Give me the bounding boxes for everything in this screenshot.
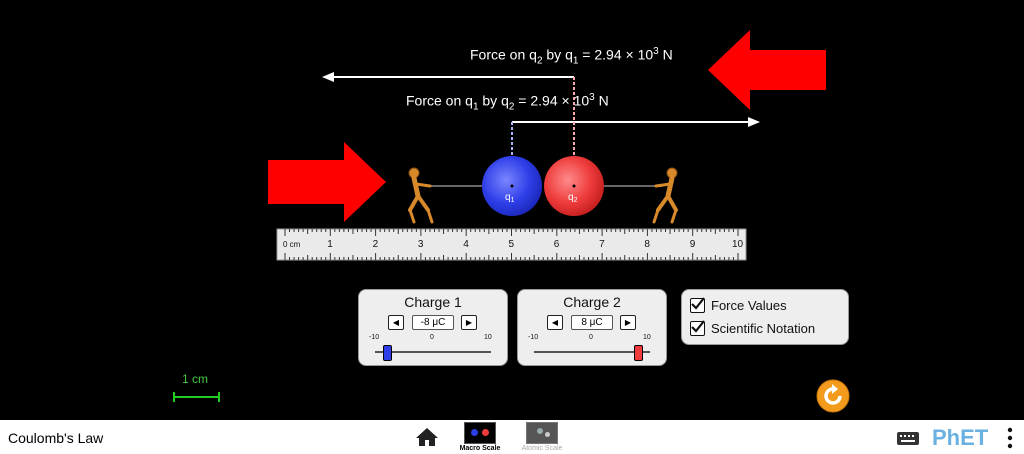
charge-q1-center <box>510 184 514 188</box>
navigation-bar: Coulomb's Law Macro Scale Atomic Scale P… <box>0 420 1024 454</box>
ruler-number: 6 <box>554 239 560 250</box>
left-red-arrow <box>268 142 386 222</box>
puller-right-figure <box>652 167 678 224</box>
force-values-checkbox[interactable] <box>690 296 705 313</box>
charge2-mid-label: 0 <box>589 334 593 341</box>
charge2-panel: Charge 2 ◀ 8 μC ▶ -10 0 10 <box>517 289 667 366</box>
charge-q1-label: q1 <box>505 192 515 204</box>
charge2-slider-track <box>534 351 650 353</box>
charge1-slider[interactable]: -10 0 10 <box>369 334 497 361</box>
charge1-value: -8 μC <box>412 315 454 330</box>
ruler-number: 9 <box>690 239 696 250</box>
scientific-notation-checkbox[interactable] <box>690 319 705 336</box>
macro-scale-icon <box>464 422 496 444</box>
force-label-q2: Force on q2 by q1 = 2.94 × 103 N <box>470 46 673 67</box>
charge1-min-label: -10 <box>369 334 380 341</box>
force-arrow-q1 <box>512 117 760 127</box>
charge1-mid-label: 0 <box>430 334 434 341</box>
ruler-number: 5 <box>509 239 515 250</box>
scale-label: 1 cm <box>182 372 209 386</box>
reset-all-button[interactable] <box>816 379 850 413</box>
puller-left-figure <box>408 167 434 224</box>
phet-logo[interactable]: PhET <box>932 425 989 450</box>
sim-stage: Force on q2 by q1 = 2.94 × 103 N Force o… <box>173 30 850 413</box>
ruler-number: 10 <box>732 239 744 250</box>
screen-macro-scale-button[interactable]: Macro Scale <box>450 422 510 454</box>
charge1-increment-button[interactable]: ▶ <box>461 315 477 330</box>
charge-q2-center <box>572 184 576 188</box>
charge2-value: 8 μC <box>571 315 613 330</box>
charge2-slider-thumb[interactable] <box>634 345 644 361</box>
options-panel: Force Values Scientific Notation <box>681 289 849 345</box>
charge2-title: Charge 2 <box>563 294 621 310</box>
atomic-scale-label: Atomic Scale <box>521 445 563 452</box>
ruler-number: 1 <box>327 239 333 250</box>
force-label-q1: Force on q1 by q2 = 2.94 × 103 N <box>406 92 609 113</box>
atomic-scale-icon <box>526 422 558 444</box>
ruler-number: 3 <box>418 239 424 250</box>
sim-title: Coulomb's Law <box>8 430 104 446</box>
scale-bar <box>173 392 220 402</box>
charge1-title: Charge 1 <box>404 294 462 310</box>
home-icon[interactable] <box>415 426 439 448</box>
ruler-number: 4 <box>463 239 469 250</box>
charge1-slider-thumb[interactable] <box>382 345 392 361</box>
screen-atomic-scale-button[interactable]: Atomic Scale <box>512 422 572 454</box>
ruler-unit-label: 0 cm <box>283 240 301 249</box>
ruler-number: 7 <box>599 239 605 250</box>
charge2-max-label: 10 <box>643 334 651 341</box>
reset-icon <box>824 387 842 405</box>
charge1-slider-track <box>375 351 491 353</box>
charge1-panel: Charge 1 ◀ -8 μC ▶ -10 0 10 <box>358 289 508 366</box>
force-values-label: Force Values <box>711 297 787 313</box>
sim-canvas: q1 q2 1 2 3 4 5 6 7 8 9 10 0 cm <box>173 30 826 402</box>
force-arrow-q2 <box>322 72 574 82</box>
charge2-decrement-button[interactable]: ◀ <box>547 315 563 330</box>
charge1-max-label: 10 <box>484 334 492 341</box>
charge2-slider[interactable]: -10 0 10 <box>528 334 656 361</box>
keyboard-icon[interactable] <box>896 430 920 446</box>
force-values-option[interactable]: Force Values <box>690 296 787 314</box>
charge-q2-label: q2 <box>568 192 578 204</box>
ruler-number: 8 <box>644 239 650 250</box>
scientific-notation-option[interactable]: Scientific Notation <box>690 319 815 337</box>
charge1-decrement-button[interactable]: ◀ <box>388 315 404 330</box>
menu-dots-icon[interactable] <box>1006 426 1014 450</box>
scientific-notation-label: Scientific Notation <box>711 320 816 336</box>
right-red-arrow <box>708 30 826 110</box>
macro-scale-label: Macro Scale <box>459 445 501 452</box>
charge2-min-label: -10 <box>528 334 539 341</box>
charge2-increment-button[interactable]: ▶ <box>620 315 636 330</box>
ruler-number: 2 <box>373 239 379 250</box>
ruler[interactable]: 1 2 3 4 5 6 7 8 9 10 0 cm <box>276 228 747 261</box>
